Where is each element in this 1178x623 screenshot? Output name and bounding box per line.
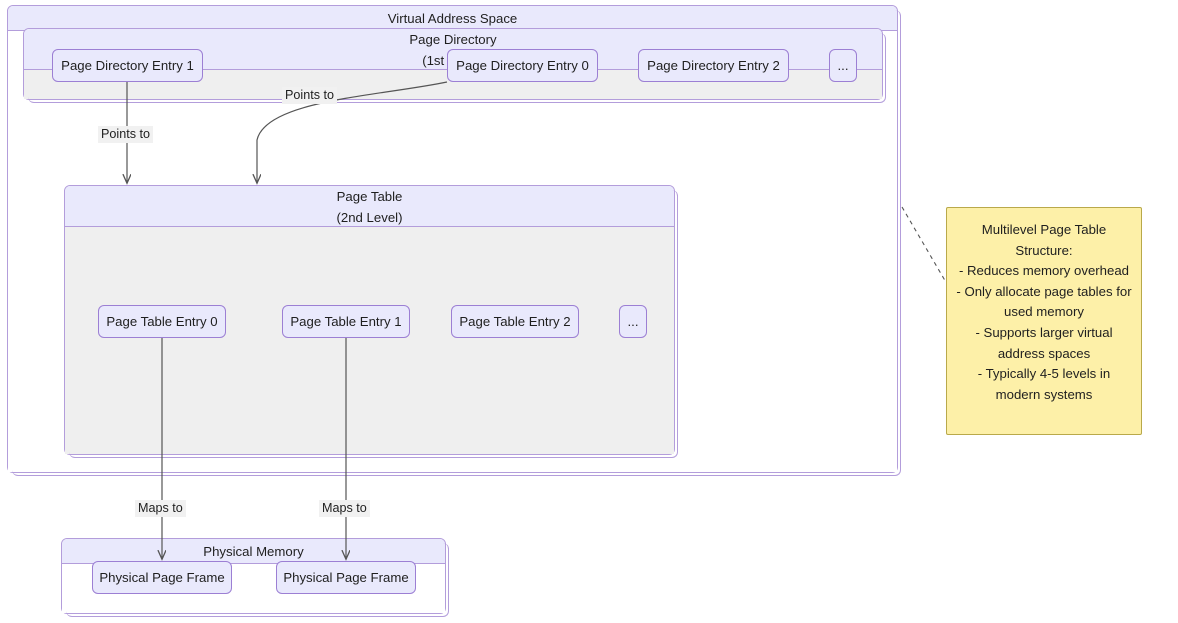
page-table-entry-ellipsis[interactable]: ...	[619, 305, 647, 338]
page-table-entry-2-label: Page Table Entry 2	[459, 313, 571, 329]
page-table-entry-1[interactable]: Page Table Entry 1	[282, 305, 410, 338]
physical-page-frame-0-label: Physical Page Frame	[99, 569, 225, 585]
physical-page-frame-1[interactable]: Physical Page Frame	[276, 561, 416, 594]
page-directory-entry-2-label: Page Directory Entry 2	[647, 57, 780, 73]
physical-memory-title: Physical Memory	[62, 539, 445, 564]
multilevel-note: Multilevel Page Table Structure: - Reduc…	[946, 207, 1142, 435]
page-directory-entry-ellipsis-label: ...	[837, 57, 849, 73]
page-table-entry-ellipsis-label: ...	[627, 313, 639, 329]
page-table-entry-0[interactable]: Page Table Entry 0	[98, 305, 226, 338]
page-table-body	[65, 227, 674, 454]
page-table-entry-0-label: Page Table Entry 0	[106, 313, 218, 329]
page-table-entry-1-label: Page Table Entry 1	[290, 313, 402, 329]
page-directory-entry-0[interactable]: Page Directory Entry 0	[447, 49, 598, 82]
page-directory-entry-2[interactable]: Page Directory Entry 2	[638, 49, 789, 82]
edge-label-points-to-2: Points to	[282, 87, 338, 104]
page-table-title: Page Table (2nd Level)	[65, 186, 674, 227]
edge-label-maps-to-1: Maps to	[135, 500, 186, 517]
virtual-address-space-title: Virtual Address Space	[8, 6, 897, 31]
page-directory-entry-1[interactable]: Page Directory Entry 1	[52, 49, 203, 82]
page-directory-entry-0-label: Page Directory Entry 0	[456, 57, 589, 73]
page-directory-entry-1-label: Page Directory Entry 1	[61, 57, 194, 73]
physical-page-frame-1-label: Physical Page Frame	[283, 569, 409, 585]
edge-page-table-to-note	[901, 206, 948, 285]
physical-page-frame-0[interactable]: Physical Page Frame	[92, 561, 232, 594]
page-table-entry-2[interactable]: Page Table Entry 2	[451, 305, 579, 338]
edge-label-points-to-1: Points to	[98, 126, 154, 143]
page-directory-entry-ellipsis[interactable]: ...	[829, 49, 857, 82]
edge-label-maps-to-2: Maps to	[319, 500, 370, 517]
